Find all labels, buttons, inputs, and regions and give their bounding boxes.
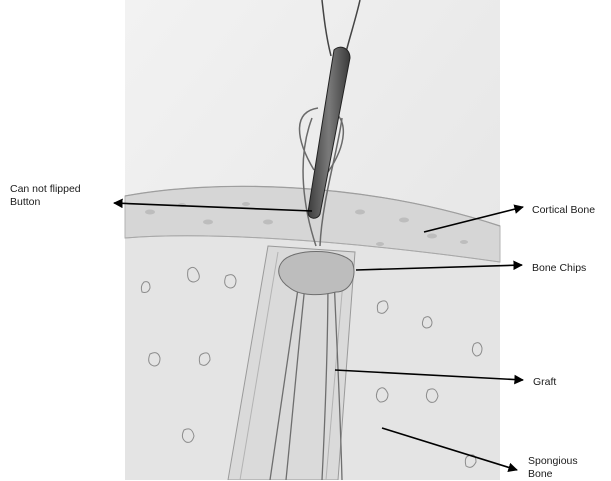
- bone-chips: [279, 252, 354, 295]
- label-spongious-bone: Spongious Bone: [528, 455, 578, 481]
- label-cortical-bone: Cortical Bone: [532, 204, 595, 217]
- label-bone-chips: Bone Chips: [532, 262, 586, 275]
- label-graft: Graft: [533, 376, 556, 389]
- label-button: Can not flipped Button: [10, 183, 81, 209]
